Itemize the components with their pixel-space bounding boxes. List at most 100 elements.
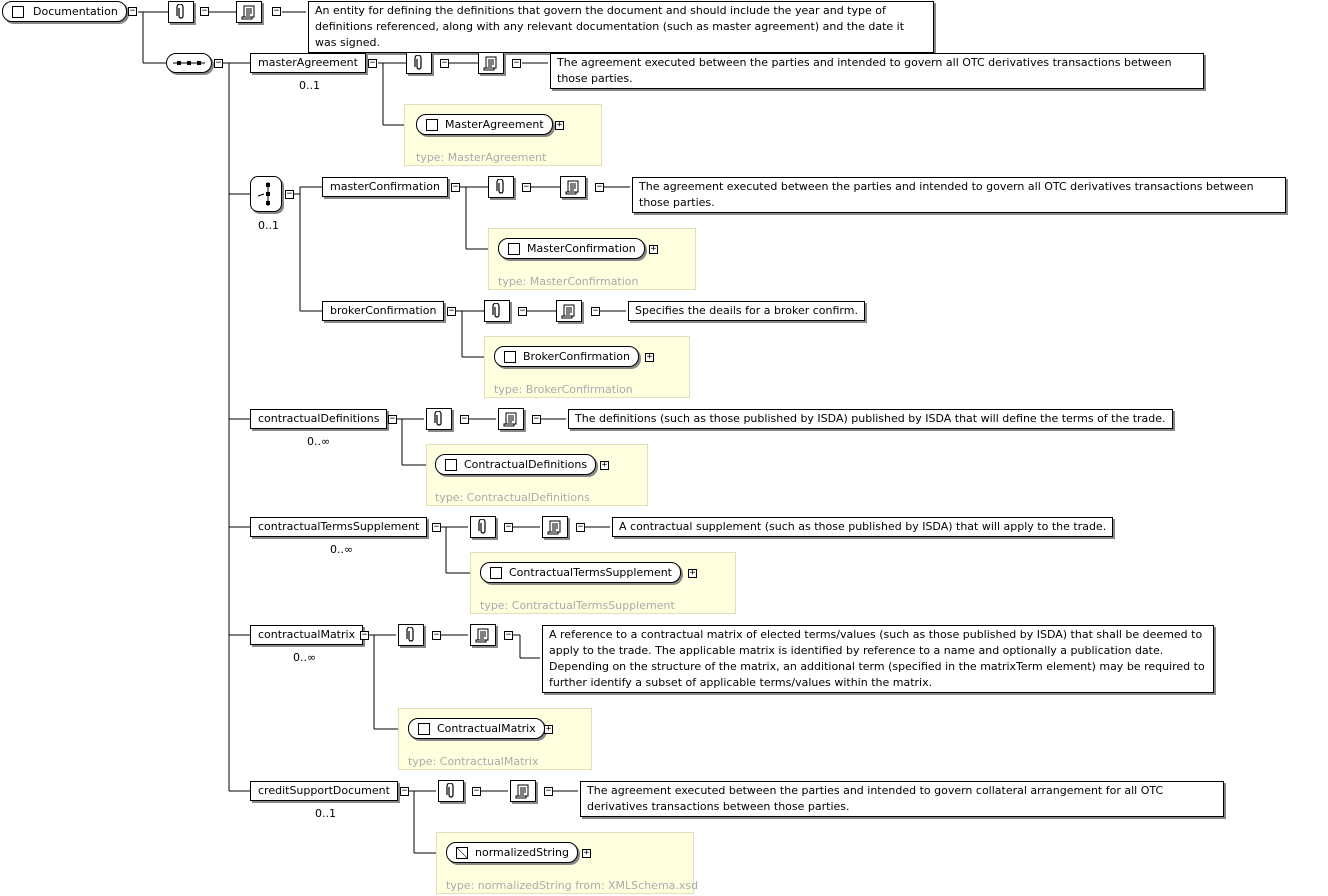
type-normalized-string[interactable]: normalizedString — [446, 842, 578, 863]
paperclip-icon[interactable] — [426, 408, 452, 430]
paperclip-icon[interactable] — [438, 780, 464, 802]
collapse-toggle[interactable]: − — [522, 182, 531, 192]
paperclip-icon[interactable] — [398, 624, 424, 646]
type-label: type: normalizedString from: XMLSchema.x… — [446, 879, 699, 892]
collapse-toggle[interactable]: − — [285, 189, 294, 199]
collapse-toggle[interactable]: − — [447, 306, 456, 316]
sequence-icon[interactable] — [166, 53, 212, 73]
collapse-toggle[interactable]: − — [595, 182, 604, 192]
cardinality: 0..∞ — [293, 651, 317, 664]
element-contractual-terms-supplement[interactable]: contractualTermsSupplement — [250, 517, 428, 537]
type-broker-confirmation[interactable]: BrokerConfirmation — [494, 346, 639, 367]
paperclip-icon[interactable] — [488, 176, 514, 198]
expand-toggle[interactable]: + — [649, 244, 658, 254]
type-name: normalizedString — [475, 846, 569, 859]
expand-toggle[interactable]: + — [544, 724, 553, 734]
collapse-toggle[interactable]: − — [460, 414, 469, 424]
scroll-icon[interactable] — [560, 176, 586, 198]
type-name: MasterAgreement — [445, 118, 544, 131]
type-contractual-matrix[interactable]: ContractualMatrix — [408, 718, 545, 739]
type-label: type: MasterAgreement — [416, 151, 547, 164]
type-name: ContractualDefinitions — [464, 458, 588, 471]
scroll-icon[interactable] — [236, 1, 262, 23]
cardinality: 0..1 — [299, 79, 320, 92]
annotation-contractual-definitions: The definitions (such as those published… — [568, 409, 1173, 429]
collapse-toggle[interactable]: − — [432, 630, 441, 640]
type-master-confirmation[interactable]: MasterConfirmation — [498, 238, 645, 259]
element-icon — [12, 6, 24, 18]
cardinality: 0..∞ — [330, 543, 354, 556]
element-master-confirmation[interactable]: masterConfirmation — [322, 177, 448, 197]
type-name: ContractualMatrix — [437, 722, 536, 735]
expand-toggle[interactable]: + — [555, 120, 564, 130]
type-contractual-definitions[interactable]: ContractualDefinitions — [435, 454, 597, 475]
scroll-icon[interactable] — [556, 300, 582, 322]
collapse-toggle[interactable]: − — [591, 306, 600, 316]
collapse-toggle[interactable]: − — [200, 6, 209, 16]
type-label: type: BrokerConfirmation — [494, 383, 633, 396]
cardinality: 0..∞ — [307, 435, 331, 448]
collapse-toggle[interactable]: − — [518, 306, 527, 316]
collapse-toggle[interactable]: − — [532, 414, 541, 424]
type-icon — [508, 243, 520, 255]
root-element-documentation[interactable]: Documentation — [2, 1, 127, 22]
collapse-toggle[interactable]: − — [388, 414, 397, 424]
type-name: ContractualTermsSupplement — [509, 566, 672, 579]
scroll-icon[interactable] — [510, 780, 536, 802]
annotation-master-agreement: The agreement executed between the parti… — [550, 53, 1204, 89]
collapse-toggle[interactable]: − — [272, 6, 281, 16]
element-broker-confirmation[interactable]: brokerConfirmation — [322, 301, 445, 321]
expand-toggle[interactable]: + — [645, 352, 654, 362]
type-icon — [426, 119, 438, 131]
collapse-toggle[interactable]: − — [472, 786, 481, 796]
expand-toggle[interactable]: + — [582, 848, 591, 858]
type-icon — [504, 351, 516, 363]
cardinality: 0..1 — [258, 219, 279, 232]
element-master-agreement[interactable]: masterAgreement — [250, 53, 366, 73]
annotation-master-confirmation: The agreement executed between the parti… — [632, 177, 1286, 213]
annotation-credit-support-document: The agreement executed between the parti… — [580, 781, 1224, 817]
scroll-icon[interactable] — [470, 624, 496, 646]
collapse-toggle[interactable]: − — [400, 786, 409, 796]
annotation-contractual-terms-supplement: A contractual supplement (such as those … — [612, 517, 1114, 537]
type-master-agreement[interactable]: MasterAgreement — [416, 114, 553, 135]
root-annotation: An entity for defining the definitions t… — [308, 1, 934, 53]
choice-icon[interactable] — [250, 176, 282, 212]
collapse-toggle[interactable]: − — [451, 182, 460, 192]
type-label: type: ContractualDefinitions — [435, 491, 590, 504]
paperclip-icon[interactable] — [470, 516, 496, 538]
element-credit-support-document[interactable]: creditSupportDocument — [250, 781, 398, 801]
expand-toggle[interactable]: + — [600, 460, 609, 470]
type-contractual-terms-supplement[interactable]: ContractualTermsSupplement — [480, 562, 681, 583]
paperclip-icon[interactable] — [168, 1, 194, 23]
collapse-toggle[interactable]: − — [504, 522, 513, 532]
scroll-icon[interactable] — [498, 408, 524, 430]
element-contractual-definitions[interactable]: contractualDefinitions — [250, 409, 388, 429]
type-label: type: MasterConfirmation — [498, 275, 639, 288]
annotation-contractual-matrix: A reference to a contractual matrix of e… — [542, 625, 1214, 693]
paperclip-icon[interactable] — [406, 52, 432, 74]
collapse-toggle[interactable]: − — [544, 786, 553, 796]
type-icon — [418, 723, 430, 735]
collapse-toggle[interactable]: − — [504, 630, 513, 640]
paperclip-icon[interactable] — [484, 300, 510, 322]
scroll-icon[interactable] — [478, 52, 504, 74]
expand-toggle[interactable]: + — [688, 568, 697, 578]
simple-type-icon — [456, 847, 468, 859]
type-label: type: ContractualTermsSupplement — [480, 599, 675, 612]
collapse-toggle[interactable]: − — [214, 58, 223, 68]
collapse-toggle[interactable]: − — [576, 522, 585, 532]
cardinality: 0..1 — [315, 807, 336, 820]
collapse-toggle[interactable]: − — [360, 630, 369, 640]
root-element-label: Documentation — [33, 5, 118, 18]
collapse-toggle[interactable]: − — [432, 522, 441, 532]
collapse-toggle[interactable]: − — [440, 58, 449, 68]
collapse-toggle[interactable]: − — [512, 58, 521, 68]
scroll-icon[interactable] — [542, 516, 568, 538]
type-label: type: ContractualMatrix — [408, 755, 539, 768]
type-name: MasterConfirmation — [527, 242, 636, 255]
element-contractual-matrix[interactable]: contractualMatrix — [250, 625, 364, 645]
collapse-toggle[interactable]: − — [368, 58, 377, 68]
collapse-toggle[interactable]: − — [128, 6, 137, 16]
